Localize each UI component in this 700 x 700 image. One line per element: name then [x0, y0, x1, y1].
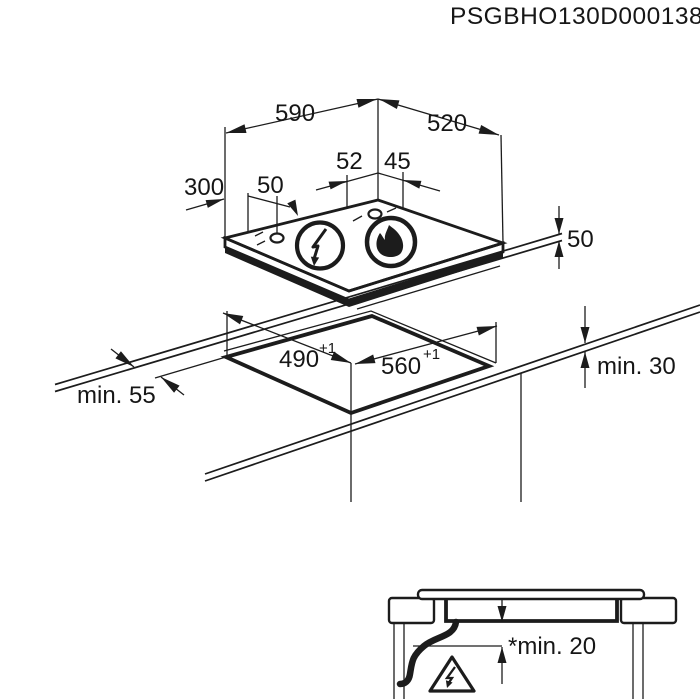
dim-45: 45 [384, 148, 411, 175]
worktop-front-edge [204, 304, 700, 482]
dim-depth-520: 520 [427, 110, 467, 137]
dim-560-tol: +1 [423, 346, 440, 363]
cutout-rim [223, 310, 497, 364]
dim-300: 300 [184, 174, 224, 201]
electric-warning-icon [428, 655, 476, 693]
igniter-mark-left [254, 231, 285, 246]
hob-body-section [444, 600, 619, 623]
dim-560: 560 [381, 353, 421, 380]
dim-52: 52 [336, 148, 363, 175]
igniter-mark-top [352, 207, 397, 222]
dim-width-590: 590 [275, 100, 315, 127]
gas-burner-symbol [364, 215, 418, 269]
dim-50-left: 50 [257, 172, 284, 199]
model-code: PSGBHO130D000138 [450, 3, 700, 30]
power-cable [396, 618, 460, 688]
cutout-hole [220, 313, 495, 416]
dim-min20: *min. 20 [508, 633, 596, 660]
worktop-left-section [387, 596, 436, 625]
electric-burner-symbol [294, 220, 346, 271]
hob-glass-section [416, 588, 646, 601]
section-view: *min. 20 [387, 588, 678, 699]
worktop-right-section [619, 596, 678, 625]
dim-50-height: 50 [567, 226, 594, 253]
hob-top-view: 590 520 52 45 300 50 50 [184, 98, 594, 310]
dim-min30: min. 30 [597, 353, 676, 380]
worktop-cutout-view: 490 +1 560 +1 min. 55 min. 30 [77, 304, 700, 502]
dim-490-tol: +1 [319, 340, 336, 357]
dim-490: 490 [279, 346, 319, 373]
dim-min55: min. 55 [77, 382, 156, 409]
cutout-edge-extension [154, 356, 227, 379]
